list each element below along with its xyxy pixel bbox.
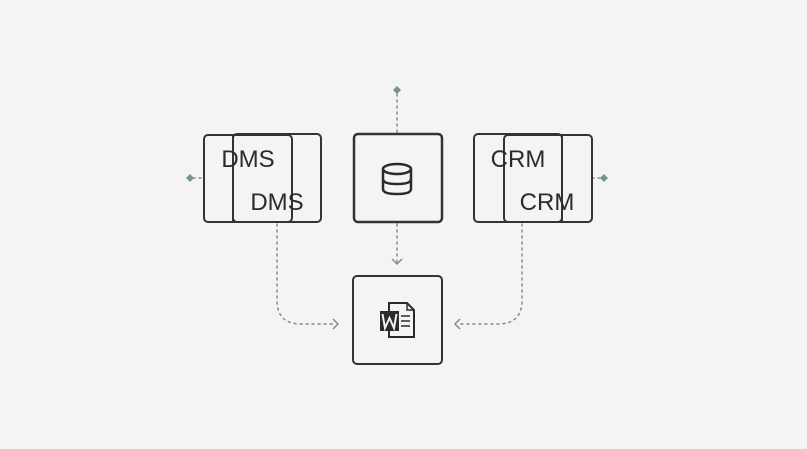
dms-node[interactable]: DMS DMS [203,133,322,223]
word-document-icon [380,302,415,338]
diamond-endpoint-right [600,174,608,182]
connector-dms-word [276,223,334,325]
connectors [186,86,608,330]
arrow-head-left [453,318,461,330]
database-card [352,132,444,224]
crm-node[interactable]: CRM CRM [473,133,593,223]
arrow-head-right [332,318,340,330]
connector-crm-word [459,223,523,325]
database-icon [381,162,413,196]
crm-card-front [503,134,593,223]
dms-label: DMS [221,146,274,173]
crm-label-shadow: CRM [520,189,575,216]
arrow-head-down [391,258,403,266]
diamond-endpoint-top [393,86,401,94]
diamond-endpoint-left [186,174,194,182]
word-node[interactable] [352,275,443,365]
crm-label: CRM [491,146,546,173]
database-node[interactable] [352,132,444,224]
dms-label-shadow: DMS [250,189,303,216]
